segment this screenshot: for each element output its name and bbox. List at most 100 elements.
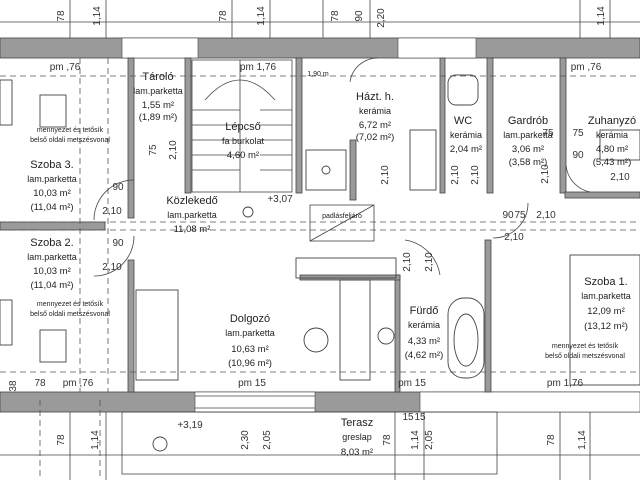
- svg-text:Tároló: Tároló: [142, 71, 173, 83]
- svg-text:(11,04 m²): (11,04 m²): [30, 202, 73, 213]
- svg-text:lam.parketta: lam.parketta: [503, 130, 553, 140]
- pm-label: pm 1,76: [240, 62, 277, 73]
- pm-label: pm ,76: [50, 62, 81, 73]
- svg-text:(13,12 m²): (13,12 m²): [584, 321, 628, 332]
- svg-text:78: 78: [330, 10, 341, 22]
- svg-text:90: 90: [112, 182, 124, 193]
- svg-text:fa burkolat: fa burkolat: [222, 136, 265, 146]
- misc-dimensions: 2,10 75 90 2,10 2,10 90 2,10 2,10 90 2,1…: [8, 128, 630, 423]
- svg-text:(10,96 m²): (10,96 m²): [228, 358, 272, 369]
- svg-text:kerámia: kerámia: [450, 130, 482, 140]
- pm-label: 1,90 m: [307, 71, 329, 78]
- svg-text:90: 90: [112, 238, 124, 249]
- svg-text:6,72 m²: 6,72 m²: [359, 120, 391, 131]
- top-dimensions: 78 1,14 78 1,14 78 2,20 90 1,14: [56, 6, 607, 28]
- svg-text:lam.parketta: lam.parketta: [167, 210, 217, 220]
- attic-access-box: [309, 204, 375, 242]
- level-307: +3,07: [267, 194, 293, 205]
- svg-text:90: 90: [572, 150, 584, 161]
- room-furdo: Fürdő kerámia 4,33 m² (4,62 m²): [405, 305, 444, 361]
- svg-text:lam.parketta: lam.parketta: [27, 174, 77, 184]
- room-gardrob: Gardrób lam.parketta 3,06 m² (3,58 m²): [503, 115, 553, 168]
- svg-text:2,10: 2,10: [424, 252, 435, 272]
- svg-text:mennyezet és tetősík: mennyezet és tetősík: [552, 343, 619, 350]
- svg-text:10,03 m²: 10,03 m²: [33, 266, 71, 277]
- svg-text:lam.parketta: lam.parketta: [225, 328, 275, 338]
- room-dolgozo: Dolgozó lam.parketta 10,63 m² (10,96 m²): [225, 313, 275, 369]
- svg-text:2,20: 2,20: [376, 8, 387, 28]
- svg-text:2,10: 2,10: [470, 165, 481, 185]
- svg-text:2,10: 2,10: [504, 232, 524, 243]
- svg-text:kerámia: kerámia: [408, 320, 440, 330]
- svg-text:2,10: 2,10: [536, 210, 556, 221]
- svg-text:mennyezet és tetősík: mennyezet és tetősík: [37, 301, 104, 308]
- svg-text:4,33 m²: 4,33 m²: [408, 336, 440, 347]
- svg-text:90: 90: [502, 210, 514, 221]
- svg-text:75: 75: [514, 210, 526, 221]
- svg-text:1,14: 1,14: [410, 430, 421, 450]
- svg-text:WC: WC: [454, 115, 472, 127]
- pm-label: pm ,76: [571, 62, 602, 73]
- svg-text:12,09 m²: 12,09 m²: [587, 306, 625, 317]
- svg-text:2,30: 2,30: [240, 430, 251, 450]
- svg-text:1,14: 1,14: [92, 6, 103, 26]
- svg-text:(3,58 m²): (3,58 m²): [509, 157, 548, 168]
- svg-text:2,10: 2,10: [380, 165, 391, 185]
- svg-text:2,10: 2,10: [168, 140, 179, 160]
- svg-text:lam.parketta: lam.parketta: [581, 291, 631, 301]
- room-wc: WC kerámia 2,04 m²: [450, 115, 482, 155]
- svg-text:10,03 m²: 10,03 m²: [33, 188, 71, 199]
- wall-szoba3-szoba2: [0, 221, 106, 231]
- roof-note-left-bottom: mennyezet és tetősík belső oldali metszé…: [30, 301, 110, 318]
- svg-text:mennyezet és tetősík: mennyezet és tetősík: [37, 127, 104, 134]
- svg-text:(1,89 m²): (1,89 m²): [139, 112, 178, 123]
- stair: [191, 59, 293, 193]
- roof-note-left-top: mennyezet és tetősík belső oldali metszé…: [30, 127, 110, 144]
- pm-label: pm 15: [398, 378, 426, 389]
- svg-text:2,10: 2,10: [402, 252, 413, 272]
- svg-text:1,14: 1,14: [90, 430, 101, 450]
- svg-text:(4,62 m²): (4,62 m²): [405, 350, 444, 361]
- pm-label: pm ,76: [63, 378, 94, 389]
- room-szoba2: Szoba 2. lam.parketta 10,03 m² (11,04 m²…: [27, 237, 77, 291]
- svg-text:Szoba 2.: Szoba 2.: [30, 237, 73, 249]
- svg-text:2,05: 2,05: [262, 430, 273, 450]
- furniture: [0, 74, 640, 452]
- terrace-outline: [121, 411, 498, 475]
- svg-text:belső oldali metszésvonal: belső oldali metszésvonal: [545, 353, 625, 360]
- svg-text:Gardrób: Gardrób: [508, 115, 548, 127]
- svg-text:Lépcső: Lépcső: [225, 121, 260, 133]
- svg-text:78: 78: [382, 434, 393, 446]
- room-zuhanyzo: Zuhanyzó kerámia 4,80 m² (5,43 m²): [588, 115, 636, 168]
- roof-note-right: mennyezet és tetősík belső oldali metszé…: [545, 343, 625, 360]
- svg-text:75: 75: [572, 128, 584, 139]
- svg-text:Szoba 1.: Szoba 1.: [584, 276, 627, 288]
- top-wall: [0, 37, 640, 59]
- svg-text:Közlekedő: Közlekedő: [166, 195, 217, 207]
- level-319: +3,19: [177, 420, 203, 431]
- svg-text:Terasz: Terasz: [341, 417, 373, 429]
- svg-text:Zuhanyzó: Zuhanyzó: [588, 115, 636, 127]
- svg-text:75: 75: [542, 128, 554, 139]
- svg-text:2,10: 2,10: [102, 262, 122, 273]
- svg-text:Fürdő: Fürdő: [410, 305, 439, 317]
- svg-text:75: 75: [148, 144, 159, 156]
- svg-text:(5,43 m²): (5,43 m²): [593, 157, 632, 168]
- svg-text:2,10: 2,10: [610, 172, 630, 183]
- svg-text:4,60 m²: 4,60 m²: [227, 150, 259, 161]
- attic-access-label: padlásfeljáró: [322, 213, 362, 220]
- svg-text:(11,04 m²): (11,04 m²): [30, 280, 73, 291]
- room-haztartasi: Házt. h. kerámia 6,72 m² (7,02 m²): [356, 91, 395, 143]
- svg-text:78: 78: [546, 434, 557, 446]
- svg-text:kerámia: kerámia: [596, 130, 628, 140]
- svg-text:1,14: 1,14: [596, 6, 607, 26]
- svg-text:2,05: 2,05: [424, 430, 435, 450]
- svg-text:greslap: greslap: [342, 432, 372, 442]
- svg-text:10,63 m²: 10,63 m²: [231, 344, 269, 355]
- svg-text:1,14: 1,14: [256, 6, 267, 26]
- svg-text:(7,02 m²): (7,02 m²): [356, 132, 395, 143]
- bottom-dimensions: 78 1,14 2,30 2,05 2,05 78 1,14 78 1,14: [56, 430, 588, 450]
- room-terasz: Terasz greslap 8,03 m²: [341, 417, 373, 458]
- svg-text:Dolgozó: Dolgozó: [230, 313, 270, 325]
